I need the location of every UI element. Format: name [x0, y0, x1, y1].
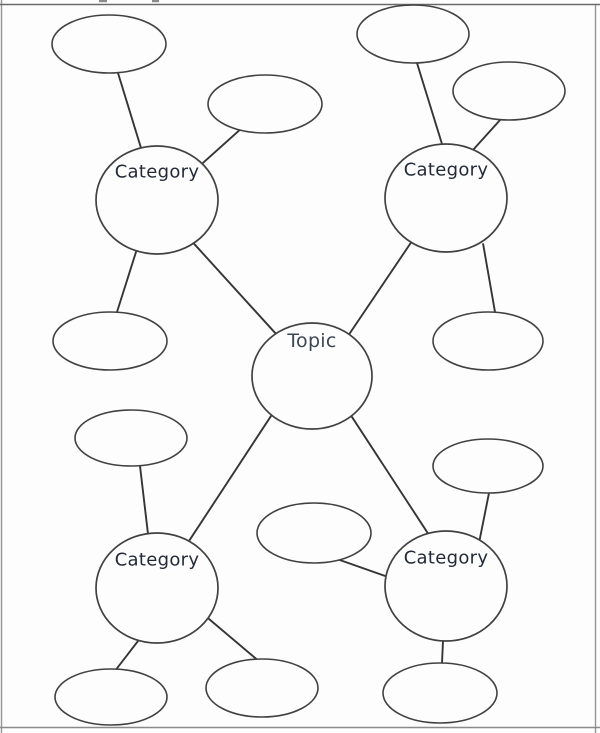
- oval-bottom-right: [382, 662, 498, 724]
- scan-artifact-mark: [152, 0, 159, 3]
- scan-artifact-mark: [99, 0, 107, 3]
- connector-topic-node-to-category-bottom-right: [348, 411, 433, 541]
- oval-bottom-left: [54, 668, 168, 726]
- connector-category-top-right-to-topic-node: [346, 241, 412, 339]
- oval-right-lower: [432, 438, 544, 494]
- connector-topic-node-to-category-bottom-left: [185, 410, 275, 547]
- connector-oval-right-lower-to-category-bottom-right: [477, 487, 491, 549]
- category-bottom-right-shape: [384, 530, 508, 642]
- connector-category-bottom-left-to-oval-bottom-left: [114, 636, 142, 672]
- category-top-right-label: Category: [404, 160, 489, 181]
- connector-oval-top-right-inner-to-category-top-right: [467, 114, 506, 156]
- connector-oval-left-lower-to-category-bottom-left: [138, 460, 150, 540]
- oval-bottom-middle: [205, 658, 319, 718]
- oval-top-left-outer: [51, 14, 167, 74]
- oval-mid-right: [432, 311, 544, 371]
- category-bottom-left-shape: [95, 532, 219, 644]
- category-bottom-left-label: Category: [115, 550, 200, 571]
- oval-left-lower: [74, 409, 188, 467]
- category-top-left-shape: [95, 145, 219, 255]
- oval-mid-left: [52, 311, 168, 371]
- connector-category-top-right-to-oval-mid-right: [482, 243, 497, 318]
- topic-node-label: Topic: [286, 330, 336, 352]
- oval-top-right-outer: [356, 4, 470, 64]
- category-top-left-label: Category: [115, 162, 200, 183]
- category-top-right-shape: [384, 143, 508, 253]
- oval-top-right-inner: [452, 61, 566, 121]
- topic-node-shape: [251, 322, 373, 430]
- connector-category-top-left-to-topic-node: [192, 242, 282, 340]
- category-bottom-right-label: Category: [404, 548, 489, 569]
- oval-top-left-inner: [207, 74, 323, 134]
- connector-oval-center-lower-to-category-bottom-right: [331, 556, 394, 580]
- connector-category-top-left-to-oval-mid-left: [114, 246, 139, 318]
- oval-center-lower: [256, 502, 372, 564]
- connector-oval-top-left-outer-to-category-top-left: [115, 67, 144, 154]
- connector-category-bottom-left-to-oval-bottom-middle: [204, 614, 259, 662]
- connector-oval-top-right-outer-to-category-top-right: [414, 57, 445, 150]
